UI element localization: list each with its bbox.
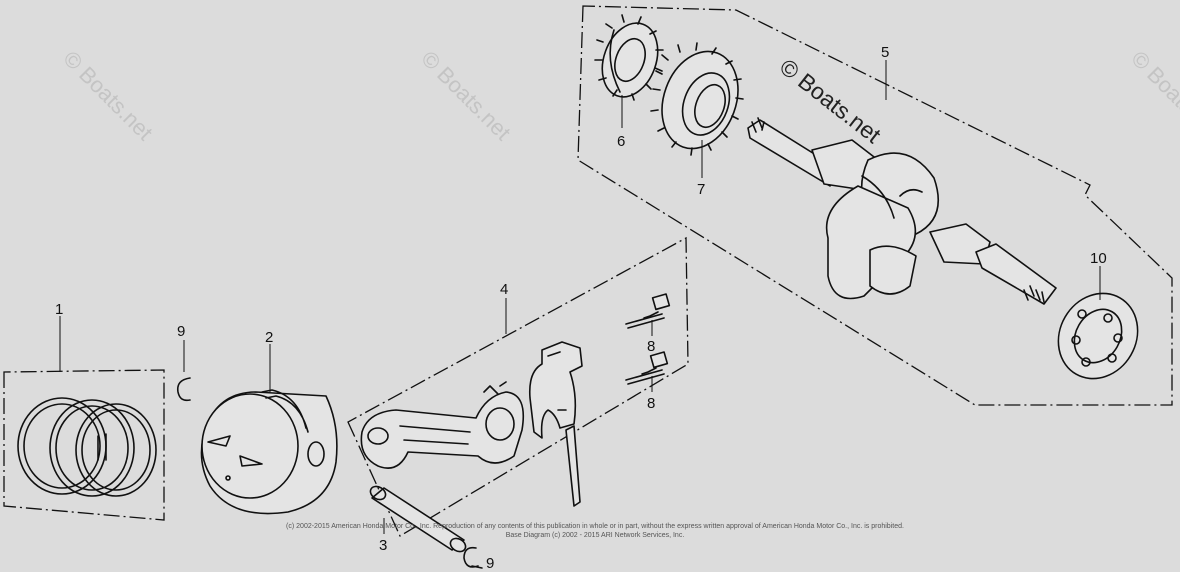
- copyright-line-1: (c) 2002-2015 American Honda Motor Co., …: [286, 523, 904, 530]
- part-6-gear: [594, 14, 664, 101]
- crankshaft-group-outline: [577, 5, 1173, 406]
- watermark: © Boats.net: [1126, 46, 1180, 145]
- callout-8-lower: 8: [647, 395, 655, 412]
- copyright-notice: (c) 2002-2015 American Honda Motor Co., …: [175, 522, 1015, 540]
- callout-5: 5: [881, 44, 889, 61]
- part-1-ring-set-outline: [3, 369, 165, 521]
- callout-2: 2: [265, 329, 273, 346]
- callout-10: 10: [1090, 250, 1107, 267]
- part-8-bolt-upper: [625, 293, 671, 329]
- callout-6: 6: [617, 133, 625, 150]
- part-4-rod-cap: [528, 341, 583, 507]
- watermark: © Boats.net: [416, 46, 515, 145]
- part-10-bearing: [1057, 292, 1139, 380]
- part-9-circlip: [176, 377, 191, 402]
- part-9-circlip-second: [463, 546, 483, 569]
- watermark: © Boats.net: [58, 46, 157, 145]
- part-3-piston-pin: [369, 485, 467, 553]
- callout-3: 3: [379, 537, 387, 554]
- part-8-bolt-lower: [625, 351, 669, 385]
- part-5-crankshaft: [747, 117, 1057, 305]
- callout-9: 9: [177, 323, 185, 340]
- callout-9-second: 9: [486, 555, 494, 572]
- part-4-connecting-rod: [360, 381, 525, 469]
- callout-4: 4: [500, 281, 508, 298]
- part-1-piston-rings: [17, 397, 157, 497]
- callout-8-upper: 8: [647, 338, 655, 355]
- watermark-main: © Boats.net: [775, 53, 886, 148]
- callout-1: 1: [55, 301, 63, 318]
- part-7-gear: [650, 42, 744, 156]
- copyright-line-2: Base Diagram (c) 2002 - 2015 ARI Network…: [505, 532, 685, 539]
- conrod-group-outline: [347, 236, 689, 537]
- part-2-piston: [200, 389, 338, 515]
- callout-7: 7: [697, 181, 705, 198]
